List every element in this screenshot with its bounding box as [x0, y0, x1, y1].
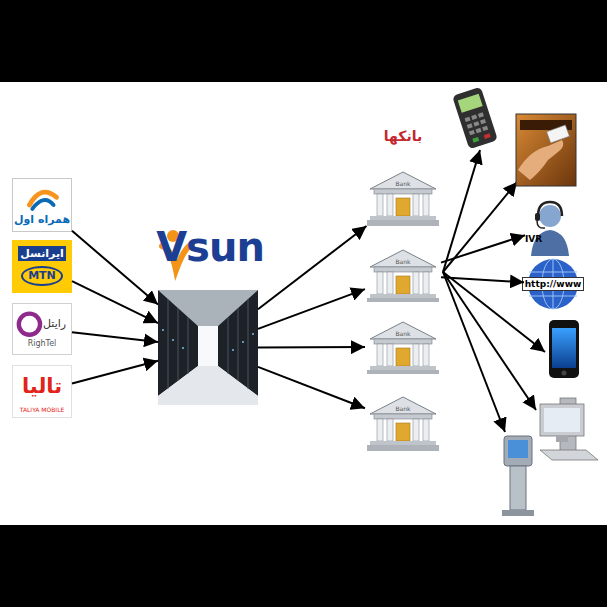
flow-arrow [72, 361, 158, 384]
pos-terminal [452, 87, 498, 150]
mci-node: همراه اول [12, 178, 72, 232]
operator-brand: MTN [21, 266, 63, 286]
operator-brand: TALIYA MOBILE [13, 406, 71, 413]
bank-node: Bank [365, 320, 441, 374]
desktop-computer [540, 398, 598, 460]
logo-text: Vsun [154, 224, 266, 270]
flow-arrow [72, 231, 158, 305]
taliya-node: تالیا TALIYA MOBILE [12, 365, 72, 418]
kiosk [502, 436, 534, 516]
datacenter-image [158, 290, 258, 405]
operator-name: ایرانسل [18, 246, 66, 261]
bank-label: Bank [365, 180, 441, 187]
white-band [0, 82, 607, 525]
url-label: http://www [522, 277, 584, 291]
bank-label: Bank [365, 330, 441, 337]
bank-node: Bank [365, 248, 441, 302]
ivr-icon [525, 198, 575, 256]
channel-arrow [443, 272, 536, 410]
flow-arrow [258, 289, 365, 329]
operator-name: همراه اول [13, 213, 71, 226]
bank-building [365, 170, 441, 226]
operator-name: تالیا [13, 374, 71, 398]
flow-arrow [441, 235, 525, 262]
bank-label: Bank [365, 258, 441, 265]
group-label: بانکها [360, 128, 446, 144]
www-node: http://www [524, 258, 582, 310]
channel-arrow [443, 272, 505, 432]
flow-arrow [441, 277, 524, 282]
bank-node: Bank [365, 395, 441, 451]
ivr-node: IVR [525, 198, 575, 256]
channel-arrow [443, 150, 480, 272]
flow-arrow [258, 226, 367, 309]
flow-arrow [72, 281, 158, 323]
mobile-phone [549, 320, 579, 378]
rightel-node: رایتل RighTel [12, 303, 72, 355]
channel-arrow [443, 182, 517, 272]
server-node: Vsun [158, 290, 258, 405]
atm-photo [516, 114, 576, 186]
bank-building [365, 320, 441, 374]
mtn-node: ایرانسل MTN [12, 240, 72, 293]
operator-brand: RighTel [13, 339, 71, 348]
bank-building [365, 395, 441, 451]
flow-arrow [72, 332, 158, 342]
ivr-label: IVR [525, 234, 542, 244]
flow-arrow [258, 346, 365, 348]
bank-node: Bank [365, 170, 441, 226]
operator-name: رایتل [43, 317, 66, 330]
bank-label: Bank [365, 405, 441, 412]
bank-building [365, 248, 441, 302]
flow-arrow [258, 367, 365, 408]
